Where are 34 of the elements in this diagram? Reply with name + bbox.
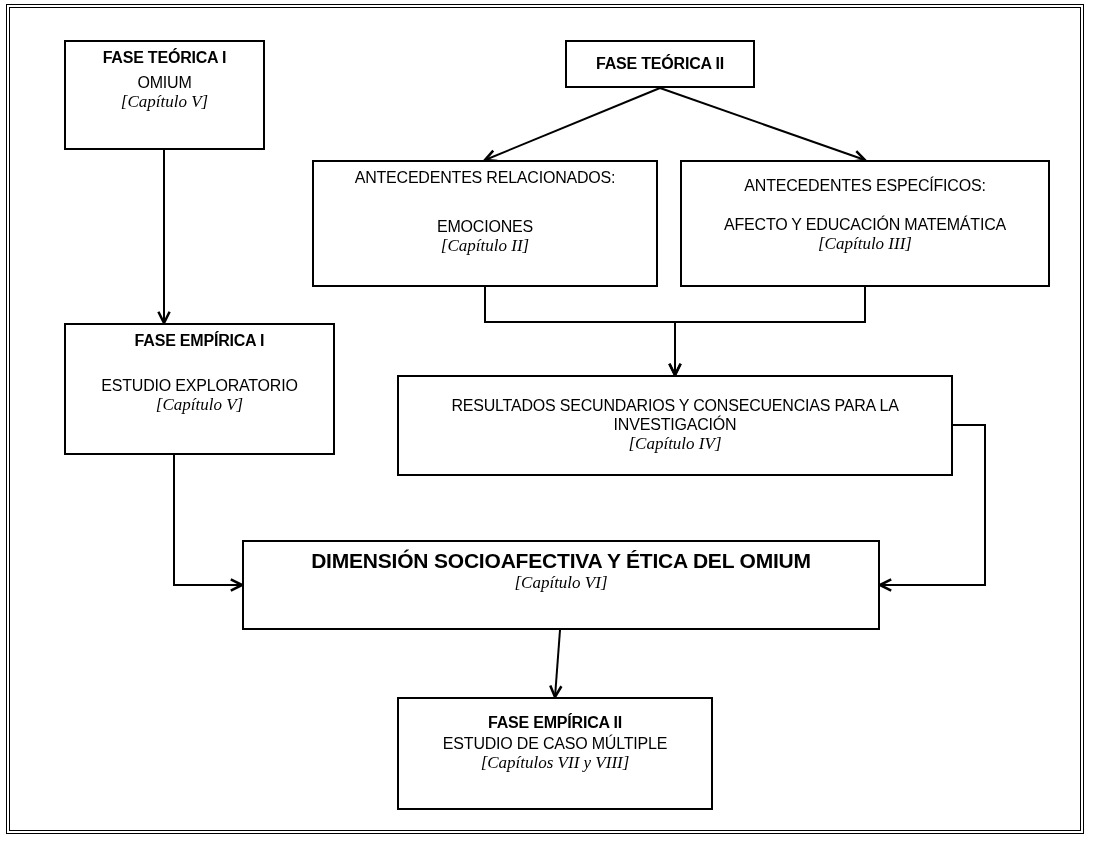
box-text: EMOCIONES	[437, 217, 533, 237]
arrow	[549, 629, 563, 699]
box-text: ESTUDIO EXPLORATORIO	[101, 376, 298, 396]
box-text: AFECTO Y EDUCACIÓN MATEMÁTICA	[724, 215, 1006, 235]
box-text: OMIUM	[137, 73, 192, 93]
process-box	[565, 40, 755, 88]
box-heading: FASE TEÓRICA I	[102, 48, 227, 68]
process-box	[680, 160, 1050, 287]
box-text: ESTUDIO DE CASO MÚLTIPLE	[442, 734, 668, 754]
box-heading: FASE EMPÍRICA I	[134, 331, 265, 351]
box-text: ANTECEDENTES ESPECÍFICOS:	[744, 176, 986, 196]
arrow	[173, 454, 244, 592]
chapter-reference: [Capítulo V]	[120, 92, 209, 113]
process-box	[397, 697, 713, 810]
process-box	[64, 40, 265, 150]
box-heading: FASE EMPÍRICA II	[488, 713, 622, 733]
chapter-reference: [Capítulo IV]	[628, 434, 722, 455]
chapter-reference: [Capítulo III]	[818, 234, 912, 255]
process-box	[312, 160, 658, 287]
box-text: ANTECEDENTES RELACIONADOS:	[354, 168, 616, 188]
arrow	[659, 87, 867, 163]
process-box	[64, 323, 335, 455]
arrow	[157, 149, 171, 325]
box-text: RESULTADOS SECUNDARIOS Y CONSECUENCIAS PARA LA INVESTIGACIÓN	[450, 396, 900, 435]
process-box	[242, 540, 880, 630]
box-heading: FASE TEÓRICA II	[596, 54, 724, 74]
chapter-reference: [Capítulo VI]	[514, 573, 608, 594]
box-heading: DIMENSIÓN SOCIOAFECTIVA Y ÉTICA DEL OMIUM	[311, 548, 811, 574]
process-box	[397, 375, 953, 476]
arrow	[668, 286, 866, 377]
arrow	[483, 87, 661, 163]
chapter-reference: [Capítulos VII y VIII]	[480, 753, 630, 774]
chapter-reference: [Capítulo V]	[155, 395, 244, 416]
chapter-reference: [Capítulo II]	[440, 236, 530, 257]
